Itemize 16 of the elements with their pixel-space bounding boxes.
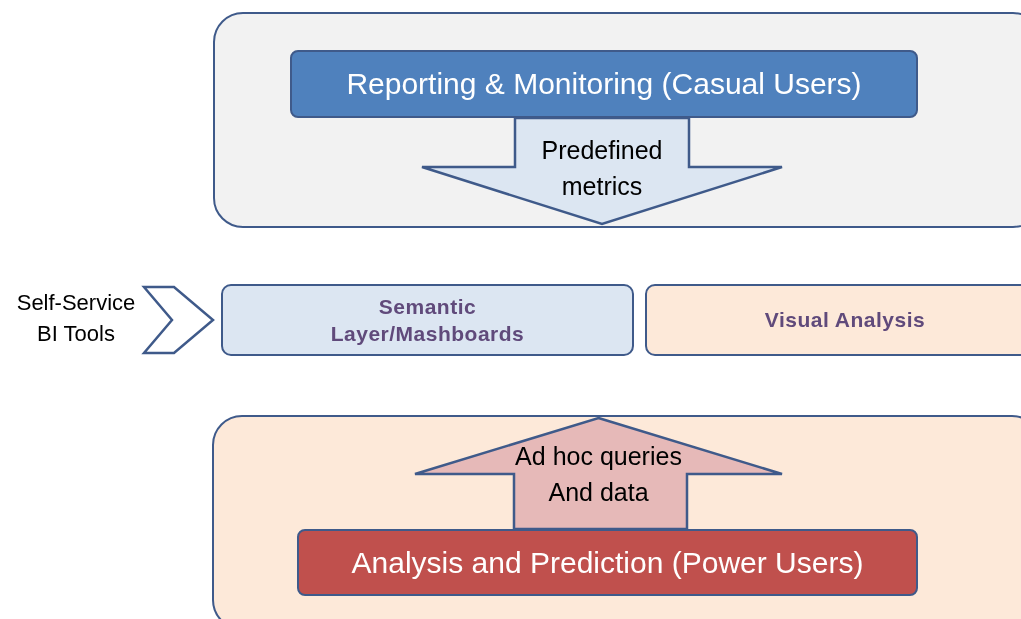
node-label: Analysis and Prediction (Power Users) [351,545,864,580]
down-block-arrow [422,118,782,224]
group-panel [212,415,1021,619]
group-panel [213,12,1021,228]
node-label: Visual Analysis [764,307,926,334]
node-label: Predefined metrics [541,136,663,201]
node-label: Reporting & Monitoring (Casual Users) [346,67,862,101]
title-box [297,529,918,596]
up-block-arrow [415,418,782,529]
node-label: Self-Service BI Tools [15,289,137,348]
node-label: Semantic Layer/Mashboards [329,293,526,347]
node-label: Ad hoc queries And data [515,442,682,507]
layer-box [645,284,1021,356]
chevron-arrow [141,285,215,355]
layer-box [221,284,634,356]
title-box [290,50,918,118]
